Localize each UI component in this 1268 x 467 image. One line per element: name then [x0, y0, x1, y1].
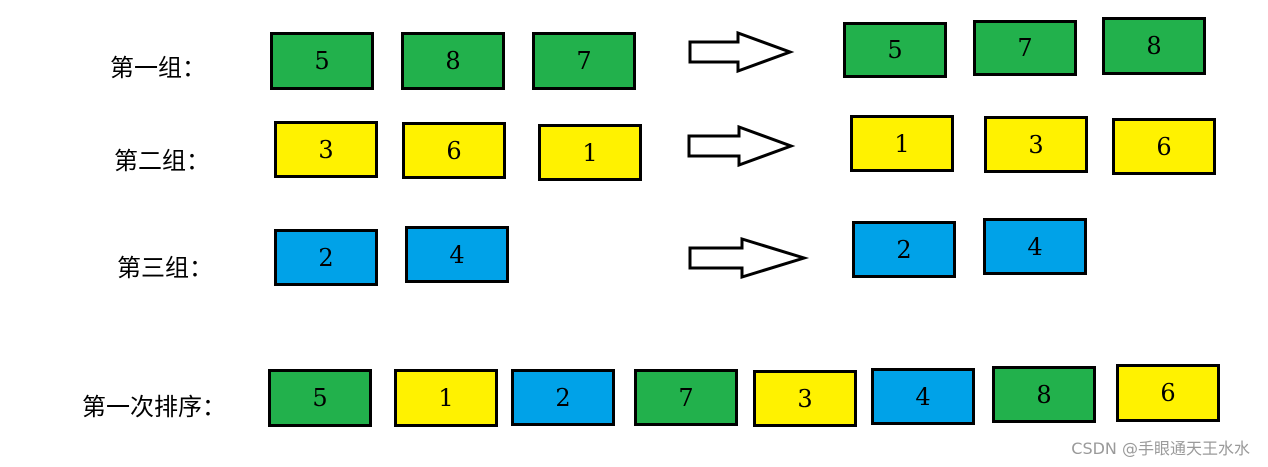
- result-box: 8: [992, 366, 1096, 423]
- result-box: 5: [268, 369, 372, 427]
- group-2-before-box: 1: [538, 124, 642, 181]
- group-1-after-box: 5: [843, 22, 947, 78]
- group-2-after-box: 3: [984, 116, 1088, 173]
- group-3-before-box: 4: [405, 226, 509, 283]
- group-3-after-box: 4: [983, 218, 1087, 275]
- result-box: 6: [1116, 364, 1220, 422]
- group-2-before-box: 6: [402, 122, 506, 179]
- group-1-before-box: 5: [270, 32, 374, 90]
- right-arrow-icon: [687, 124, 796, 168]
- right-arrow-icon: [688, 30, 795, 74]
- group-3-label: 第三组：: [117, 254, 213, 282]
- right-arrow-icon: [688, 236, 810, 280]
- result-box: 4: [871, 368, 975, 425]
- group-3-before-box: 2: [274, 229, 378, 286]
- result-label: 第一次排序：: [82, 393, 226, 421]
- group-2-after-box: 6: [1112, 118, 1216, 175]
- group-1-after-box: 8: [1102, 17, 1206, 75]
- group-1-before-box: 7: [532, 32, 636, 90]
- group-2-before-box: 3: [274, 121, 378, 178]
- result-box: 2: [511, 369, 615, 426]
- group-2-after-box: 1: [850, 115, 954, 172]
- watermark: CSDN @手眼通天王水水: [1071, 439, 1250, 458]
- group-3-after-box: 2: [852, 221, 956, 278]
- group-1-before-box: 8: [401, 32, 505, 90]
- group-1-after-box: 7: [973, 20, 1077, 76]
- group-2-label: 第二组：: [114, 147, 210, 175]
- result-box: 1: [394, 369, 498, 427]
- result-box: 7: [634, 369, 738, 426]
- result-box: 3: [753, 370, 857, 427]
- group-1-label: 第一组：: [110, 54, 206, 82]
